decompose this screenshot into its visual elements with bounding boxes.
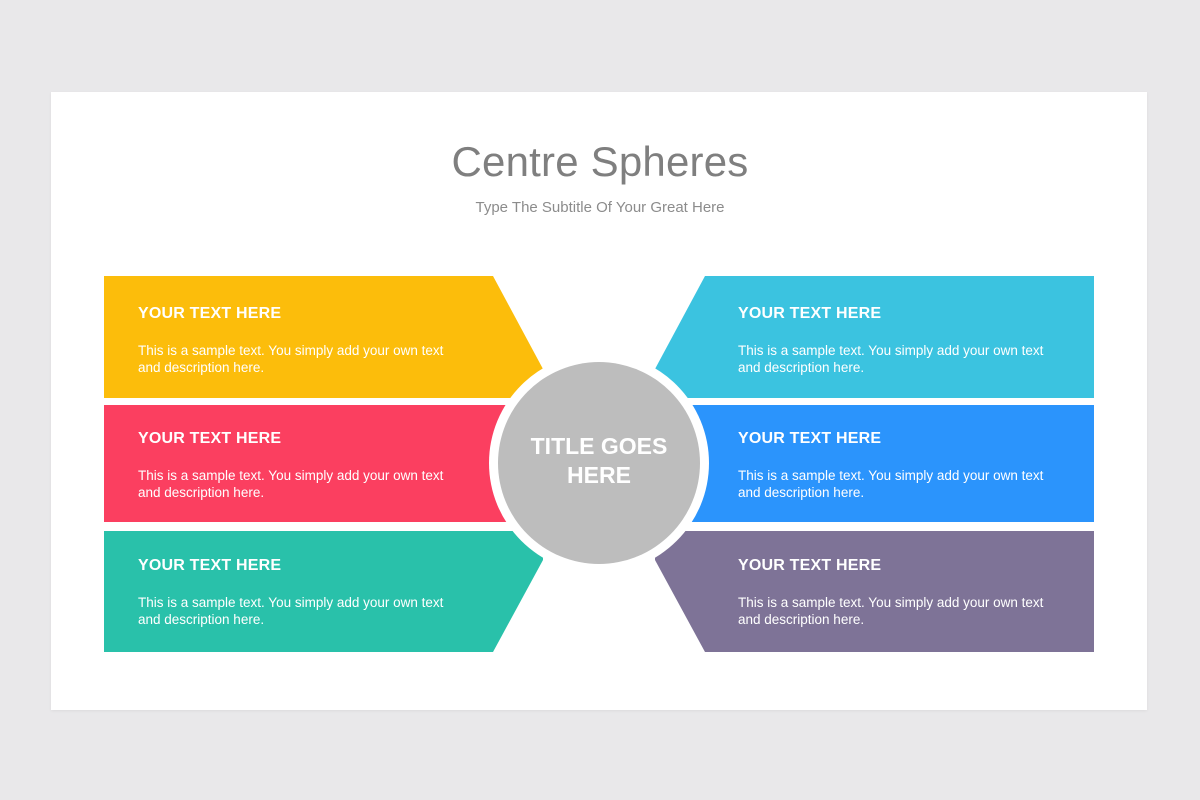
slide-title: Centre Spheres <box>451 138 749 185</box>
panel-heading: YOUR TEXT HERE <box>138 430 282 447</box>
panel-shape-left-bottom <box>104 531 543 652</box>
panel-description: This is a sample text. You simply add yo… <box>138 595 444 627</box>
panel-description: This is a sample text. You simply add yo… <box>738 343 1044 375</box>
panel-left-top: YOUR TEXT HERE This is a sample text. Yo… <box>138 305 478 376</box>
panel-right-top: YOUR TEXT HERE This is a sample text. Yo… <box>738 305 1078 376</box>
panel-heading: YOUR TEXT HERE <box>738 305 882 322</box>
panel-description: This is a sample text. You simply add yo… <box>738 468 1044 500</box>
panel-left-middle: YOUR TEXT HERE This is a sample text. Yo… <box>138 430 478 501</box>
panel-heading: YOUR TEXT HERE <box>138 305 282 322</box>
center-title: TITLE GOES HERE <box>530 433 668 488</box>
panel-description: This is a sample text. You simply add yo… <box>138 468 444 500</box>
panel-heading: YOUR TEXT HERE <box>738 430 882 447</box>
panel-right-bottom: YOUR TEXT HERE This is a sample text. Yo… <box>738 557 1078 628</box>
panel-right-middle: YOUR TEXT HERE This is a sample text. Yo… <box>738 430 1078 501</box>
panel-description: This is a sample text. You simply add yo… <box>138 343 444 375</box>
panel-description: This is a sample text. You simply add yo… <box>738 595 1044 627</box>
slide-subtitle: Type The Subtitle Of Your Great Here <box>475 199 725 216</box>
panel-heading: YOUR TEXT HERE <box>138 557 282 574</box>
panel-shape-left-middle <box>104 405 510 522</box>
panel-left-bottom: YOUR TEXT HERE This is a sample text. Yo… <box>138 557 478 628</box>
center-circle <box>498 362 700 564</box>
panel-shape-right-middle <box>690 405 1094 522</box>
panel-shape-right-top <box>655 276 1094 398</box>
panel-shape-left-top <box>104 276 543 398</box>
panel-heading: YOUR TEXT HERE <box>738 557 882 574</box>
panel-shape-right-bottom <box>655 531 1094 652</box>
